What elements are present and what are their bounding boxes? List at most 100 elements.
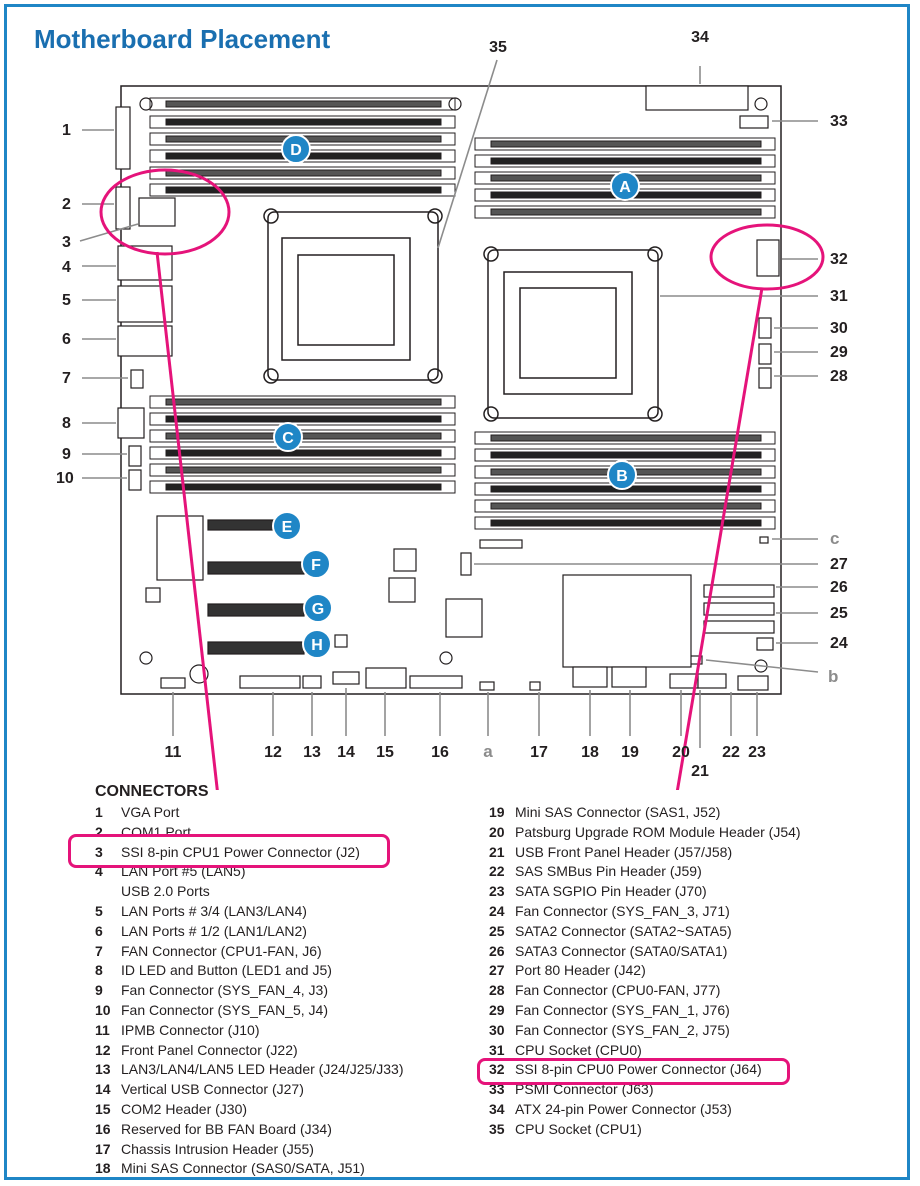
connector-number: 4: [95, 863, 103, 880]
svg-text:9: 9: [62, 446, 71, 463]
svg-text:15: 15: [376, 744, 394, 761]
svg-text:19: 19: [621, 744, 639, 761]
svg-text:2: 2: [62, 196, 71, 213]
connector-description: Fan Connector (SYS_FAN_2, J75): [515, 1021, 730, 1038]
svg-text:3: 3: [62, 234, 71, 251]
connector-description: CPU Socket (CPU1): [515, 1120, 642, 1137]
connector-row: 18 Mini SAS Connector (SAS0/SATA, J51): [95, 1159, 403, 1179]
connector-number: 35: [489, 1120, 505, 1137]
svg-text:8: 8: [62, 415, 71, 432]
connector-number: 20: [489, 823, 505, 840]
connector-number: 32: [489, 1061, 505, 1078]
svg-text:6: 6: [62, 331, 71, 348]
connector-row: 20 Patsburg Upgrade ROM Module Header (J5…: [489, 823, 801, 843]
connector-description: Patsburg Upgrade ROM Module Header (J54): [515, 823, 801, 840]
highlights: [99, 168, 825, 790]
connector-description: Fan Connector (SYS_FAN_1, J76): [515, 1001, 730, 1018]
connector-number: 15: [95, 1100, 111, 1117]
connector-number: 31: [489, 1041, 505, 1058]
badge-d: [281, 134, 311, 164]
connector-description: SSI 8-pin CPU1 Power Connector (J2): [121, 843, 360, 860]
badge-e: [272, 511, 302, 541]
badge-a: [610, 171, 640, 201]
connector-description: LAN Ports # 3/4 (LAN3/LAN4): [121, 902, 307, 919]
connector-number: 26: [489, 942, 505, 959]
connector-number: 34: [489, 1100, 505, 1117]
connector-number: 14: [95, 1081, 111, 1098]
connector-number: 25: [489, 922, 505, 939]
highlight-box-cpu0-power: [477, 1058, 790, 1085]
connector-description: Port 80 Header (J42): [515, 962, 646, 979]
svg-text:26: 26: [830, 579, 848, 596]
svg-text:b: b: [828, 667, 838, 686]
svg-text:H: H: [311, 637, 323, 654]
svg-text:20: 20: [672, 744, 690, 761]
cpu-socket-cpu0: [483, 246, 663, 422]
svg-text:A: A: [619, 179, 631, 196]
connector-number: 17: [95, 1140, 111, 1157]
connector-description: Fan Connector (SYS_FAN_4, J3): [121, 982, 328, 999]
badge-g: [303, 593, 333, 623]
connector-description: ID LED and Button (LED1 and J5): [121, 962, 332, 979]
svg-text:F: F: [311, 557, 321, 574]
svg-text:7: 7: [62, 370, 71, 387]
connector-number: 6: [95, 922, 103, 939]
connector-description: Fan Connector (CPU0-FAN, J77): [515, 982, 721, 999]
svg-text:30: 30: [830, 320, 848, 337]
connector-description: Front Panel Connector (J22): [121, 1041, 298, 1058]
highlight-box-cpu1-power: [68, 834, 390, 868]
connector-description: SATA2 Connector (SATA2~SATA5): [515, 922, 732, 939]
connector-number: 24: [489, 902, 505, 919]
callout-labels-bottom: 11 12 13 14 15 16 a 17 18 19 20 21 22 23: [165, 742, 766, 780]
connector-row: 25 SATA2 Connector (SATA2~SATA5): [489, 922, 801, 942]
connector-description: Mini SAS Connector (SAS1, J52): [515, 804, 721, 820]
svg-text:23: 23: [748, 744, 766, 761]
badge-f: [301, 549, 331, 579]
connector-description: FAN Connector (CPU1-FAN, J6): [121, 942, 322, 959]
page-frame: [4, 4, 910, 1180]
svg-text:14: 14: [337, 744, 355, 761]
connector-description: SATA3 Connector (SATA0/SATA1): [515, 942, 728, 959]
pcie-slots: [207, 519, 305, 655]
connector-description: Fan Connector (SYS_FAN_3, J71): [515, 902, 730, 919]
svg-text:34: 34: [691, 29, 709, 46]
connector-number: 29: [489, 1001, 505, 1018]
connector-number: 18: [95, 1160, 111, 1177]
svg-text:10: 10: [56, 470, 74, 487]
badge-c: [273, 422, 303, 452]
svg-text:18: 18: [581, 744, 599, 761]
svg-text:16: 16: [431, 744, 449, 761]
connector-description: Vertical USB Connector (J27): [121, 1081, 304, 1098]
connector-number: 1: [95, 804, 103, 820]
callout-labels-left: 1 2 3 4 5 6 7 8 9 10: [56, 122, 74, 487]
callout-lines: [79, 59, 819, 748]
connector-row: 29 Fan Connector (SYS_FAN_1, J76): [489, 1001, 801, 1021]
connector-description: Mini SAS Connector (SAS0/SATA, J51): [121, 1160, 365, 1177]
connector-description: Reserved for BB FAN Board (J34): [121, 1120, 332, 1137]
connector-number: 27: [489, 962, 505, 979]
connector-number: 23: [489, 883, 505, 900]
connector-row: 26 SATA3 Connector (SATA0/SATA1): [489, 942, 801, 962]
svg-text:5: 5: [62, 292, 71, 309]
svg-text:E: E: [282, 519, 293, 536]
svg-text:13: 13: [303, 744, 321, 761]
svg-text:17: 17: [530, 744, 548, 761]
svg-text:28: 28: [830, 368, 848, 385]
svg-text:D: D: [290, 142, 302, 159]
connector-description: LAN3/LAN4/LAN5 LED Header (J24/J25/J33): [121, 1061, 404, 1078]
